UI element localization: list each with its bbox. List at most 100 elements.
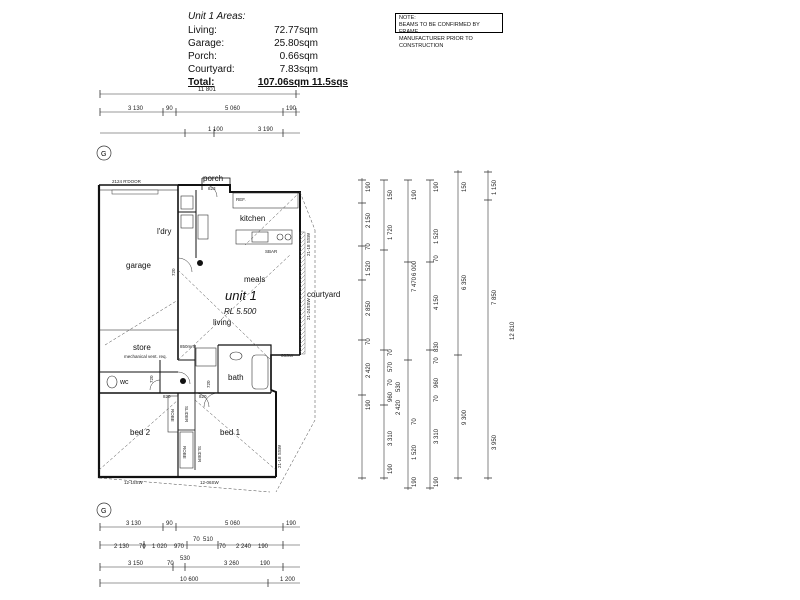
room-bed-1: bed 1 bbox=[220, 428, 241, 437]
island-bench bbox=[235, 229, 293, 245]
door-size: 720 bbox=[171, 268, 176, 276]
window-code: 12-06SW bbox=[200, 480, 220, 485]
servery-label: SBAR bbox=[265, 249, 278, 254]
window-code: 21-24SSW bbox=[306, 297, 311, 320]
trough-icon bbox=[180, 214, 194, 229]
area-label: Living: bbox=[188, 25, 217, 36]
area-total-value: 107.06sqm 11.5sqs bbox=[257, 77, 348, 88]
room-laundry: l'dry bbox=[157, 227, 171, 236]
area-row-total: Total: 107.06sqm 11.5sqs bbox=[188, 76, 348, 89]
store-note: mechanical vent. req. bbox=[124, 354, 167, 359]
robe-label: ROBE bbox=[170, 409, 175, 422]
dim-label: 190 bbox=[388, 463, 394, 474]
dim-label: 1 200 bbox=[280, 577, 296, 583]
construction-note: NOTE: BEAMS TO BE CONFIRMED BY FRAME MAN… bbox=[395, 13, 503, 49]
dim-label: 70 bbox=[167, 561, 174, 567]
dim-label: 1 520 bbox=[434, 228, 440, 244]
door-swings bbox=[149, 184, 219, 408]
dim-label: 5 060 bbox=[225, 106, 241, 112]
dim-label: 70 bbox=[434, 395, 440, 402]
door-swing bbox=[203, 392, 219, 408]
dim-label: 3 150 bbox=[128, 561, 144, 567]
area-row-living: Living: 72.77sqm bbox=[188, 24, 348, 37]
shower-icon bbox=[195, 347, 217, 367]
area-label: Garage: bbox=[188, 38, 225, 49]
dim-label: 3 190 bbox=[258, 127, 274, 133]
dim-label: 9 300 bbox=[462, 409, 468, 425]
roller-door-label: 2124 R'DOOR bbox=[112, 179, 142, 184]
dim-label: 3 260 bbox=[224, 561, 240, 567]
dim-label: 70 bbox=[434, 255, 440, 262]
room-bath: bath bbox=[228, 373, 244, 382]
slider-label: SLIDER bbox=[184, 406, 189, 423]
linen-cupboard bbox=[197, 214, 209, 240]
dim-label: 3 310 bbox=[434, 428, 440, 444]
dim-label: 5 060 bbox=[225, 521, 241, 527]
dim-label: 510 bbox=[203, 537, 214, 543]
dim-label: 970 bbox=[174, 544, 185, 550]
dim-label: 70 bbox=[219, 544, 226, 550]
area-row-porch: Porch: 0.66sqm bbox=[188, 50, 348, 63]
room-living: living bbox=[213, 318, 231, 327]
dim-label: 4 150 bbox=[434, 294, 440, 310]
dim-label: 190 bbox=[366, 181, 372, 192]
door-swing bbox=[177, 257, 193, 273]
dim-label: 90 bbox=[166, 106, 173, 112]
bottom-dimensions bbox=[99, 523, 300, 587]
dim-label: 960 bbox=[388, 391, 394, 402]
dim-label: 70 bbox=[434, 357, 440, 364]
dim-label: 190 bbox=[286, 521, 297, 527]
dim-label: 960 bbox=[434, 377, 440, 388]
door-size: 823 bbox=[208, 186, 216, 191]
dim-label: 2 240 bbox=[236, 544, 252, 550]
bath-fixtures bbox=[106, 347, 269, 390]
laundry-fixtures bbox=[180, 195, 209, 240]
dim-label: 190 bbox=[434, 476, 440, 487]
area-row-courtyard: Courtyard: 7.83sqm bbox=[188, 63, 348, 76]
dim-label: 90 bbox=[166, 521, 173, 527]
door-swing bbox=[194, 392, 210, 408]
area-value: 0.66sqm bbox=[279, 51, 318, 62]
room-porch: porch bbox=[203, 174, 223, 183]
note-heading: NOTE: bbox=[399, 15, 416, 21]
room-store: store bbox=[133, 343, 151, 352]
toilet-icon bbox=[106, 375, 118, 389]
grid-letter: G bbox=[101, 151, 106, 158]
grid-marker-bottom: G bbox=[96, 502, 112, 518]
area-value: 25.80sqm bbox=[274, 38, 318, 49]
door-swing bbox=[204, 184, 218, 198]
window-code: 21-18 SSW bbox=[306, 232, 311, 256]
dim-label: 2 420 bbox=[366, 362, 372, 378]
door-size: 720 bbox=[206, 380, 211, 388]
dim-label: 1 520 bbox=[366, 260, 372, 276]
dim-label: 3 950 bbox=[492, 434, 498, 450]
dim-label: 1 150 bbox=[492, 179, 498, 195]
grid-marker-top: G bbox=[96, 145, 112, 161]
dim-label: 3 310 bbox=[388, 430, 394, 446]
door-size: 850mm bbox=[180, 344, 195, 349]
dim-label: 530 bbox=[180, 556, 191, 562]
dim-label: 6 350 bbox=[462, 274, 468, 290]
dim-label: 2 130 bbox=[114, 544, 130, 550]
kitchen-fixtures bbox=[232, 192, 299, 245]
dim-label: 190 bbox=[412, 189, 418, 200]
floor-level-label: RL 5.500 bbox=[224, 307, 257, 316]
dim-label: 150 bbox=[388, 189, 394, 200]
area-label: Courtyard: bbox=[188, 64, 235, 75]
door-swing bbox=[177, 371, 191, 385]
smoke-detector-icon bbox=[197, 260, 203, 266]
room-courtyard: courtyard bbox=[307, 290, 340, 299]
dim-label: 2 150 bbox=[366, 212, 372, 228]
dim-label: 3 130 bbox=[128, 106, 144, 112]
area-value: 72.77sqm bbox=[274, 25, 318, 36]
dim-label: 6 000 bbox=[412, 260, 418, 276]
room-wc: wc bbox=[119, 379, 129, 386]
window-code: 12-15SW bbox=[124, 480, 144, 485]
dim-label: 10 600 bbox=[180, 577, 199, 583]
dim-label: 7 850 bbox=[492, 289, 498, 305]
bathtub-icon bbox=[251, 354, 269, 390]
dim-label: 3 130 bbox=[126, 521, 142, 527]
smoke-detectors bbox=[180, 260, 203, 384]
dim-label: 1 100 bbox=[208, 127, 224, 133]
cooktop-icon bbox=[284, 233, 292, 241]
